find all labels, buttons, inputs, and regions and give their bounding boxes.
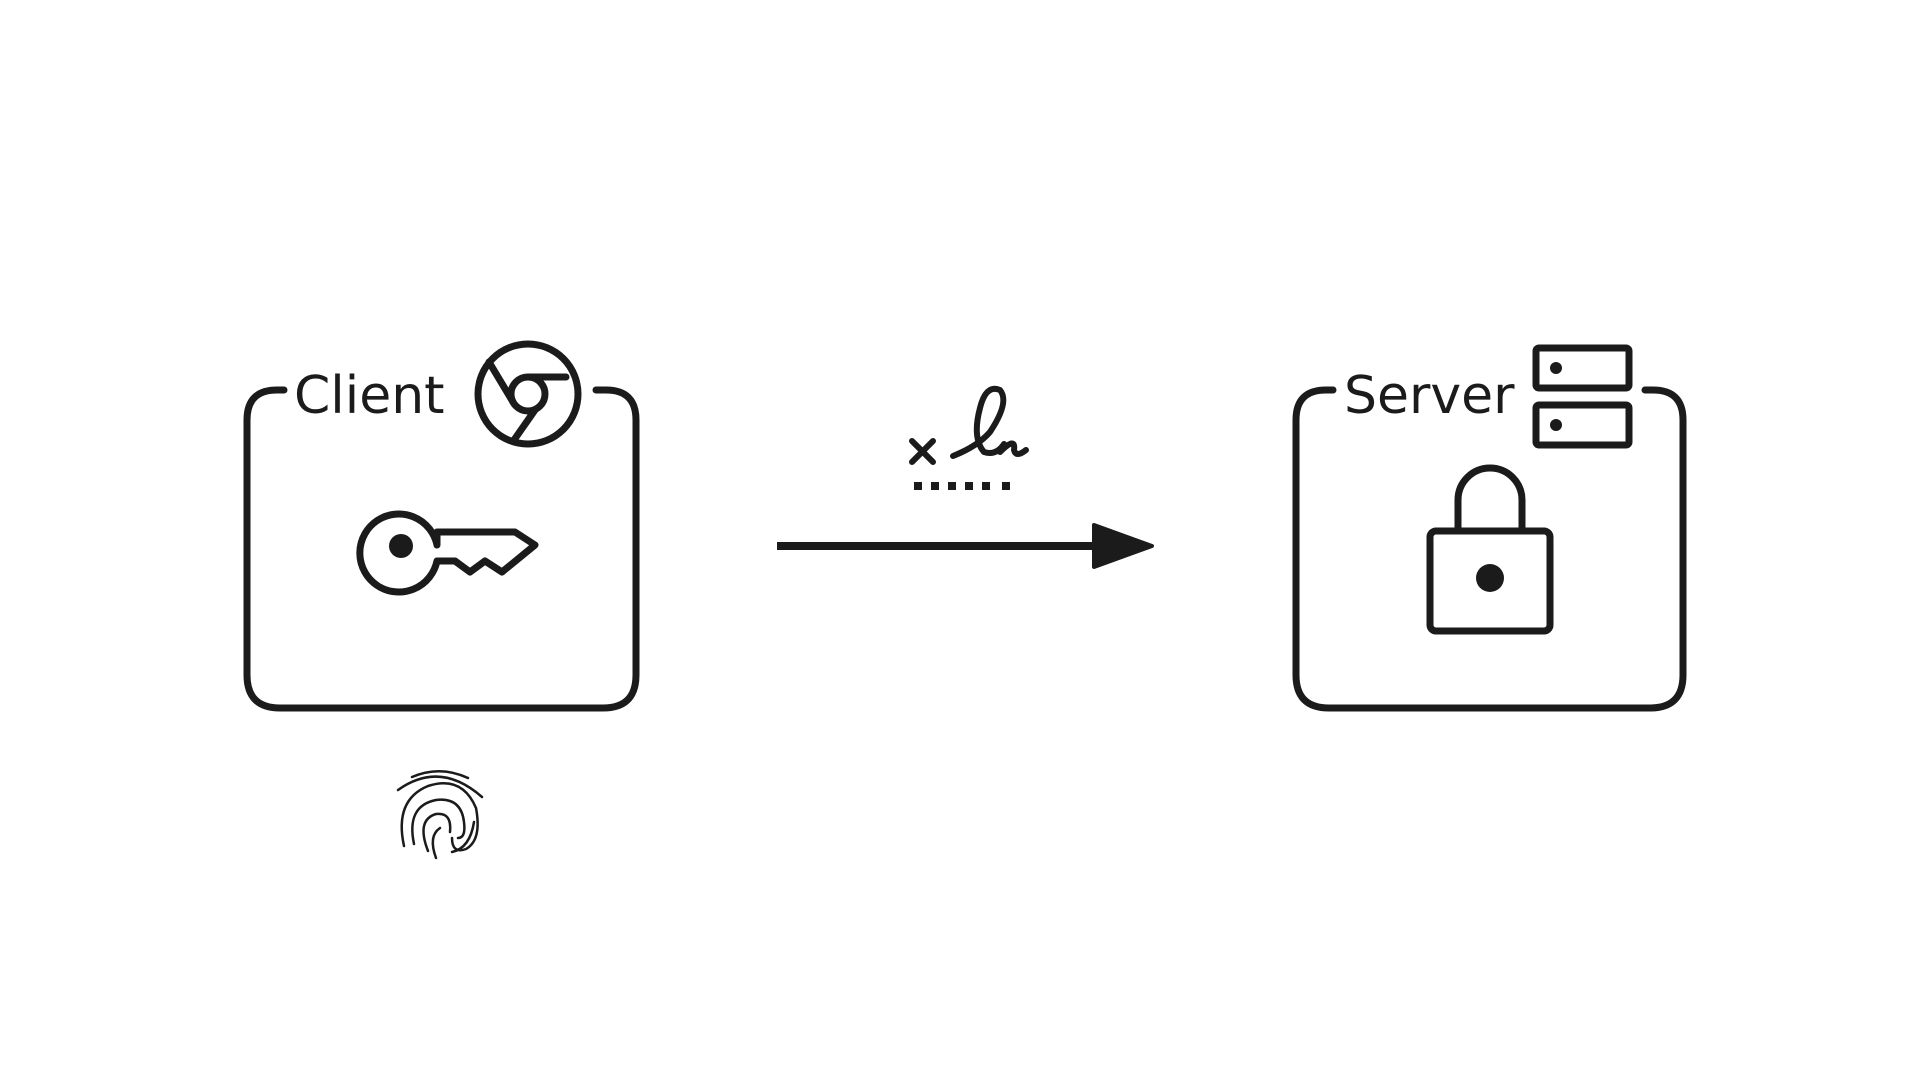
client-label: Client [294,366,445,426]
server-stack-icon [1532,344,1633,449]
arrow-head [1092,523,1154,569]
connector-arrow [777,523,1154,569]
signature-icon [909,385,1029,490]
client-box-frame [243,386,640,712]
client-box: Client [243,340,640,712]
server-box-frame [1292,386,1687,712]
padlock-icon [1426,464,1554,635]
key-icon [356,510,539,596]
fingerprint-icon [396,770,484,860]
chrome-icon [474,340,582,448]
server-label: Server [1344,366,1515,426]
server-box: Server [1292,344,1687,712]
